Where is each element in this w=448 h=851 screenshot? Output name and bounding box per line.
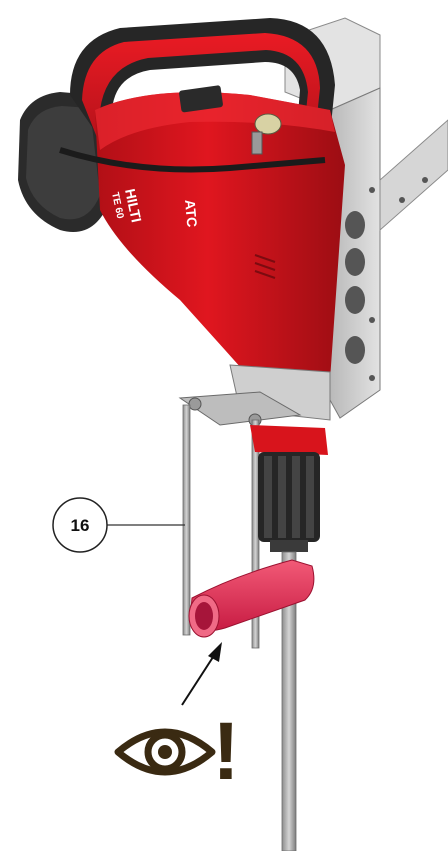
chuck-lock-knob [251,113,282,155]
drill-chuck [250,425,328,552]
pointer-arrow [181,642,222,706]
tool-handle [70,18,335,150]
battery-pack [18,92,110,232]
callout-number: 16 [71,516,90,535]
brand-label: HILTI [122,187,145,224]
atc-label: ATC [182,199,200,228]
drill-bit [281,551,297,851]
tool-body: HILTI TE 60 ATC [59,85,345,386]
bracket-holes [345,177,428,381]
vent-lines [254,254,276,279]
eye-icon [114,728,216,776]
depth-gauge-frame [178,364,331,649]
warning-exclamation: ! [212,706,239,797]
callout-16: 16 [52,497,185,553]
dust-cap [188,559,315,638]
